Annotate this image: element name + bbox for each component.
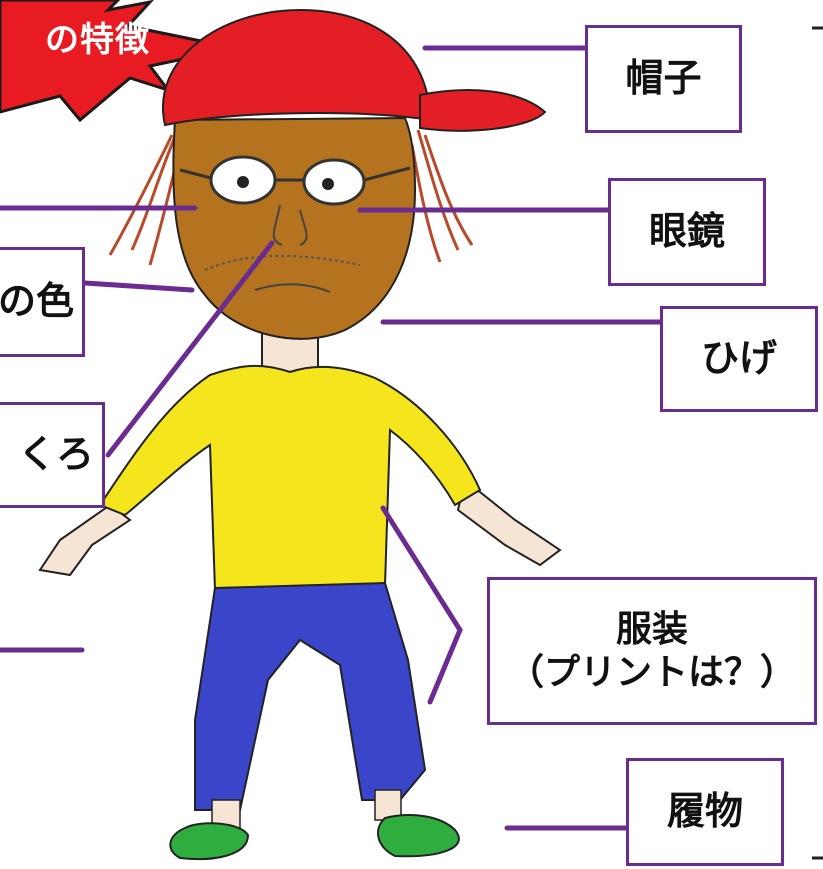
right-arm: [456, 478, 562, 567]
label-hat: 帽子: [585, 25, 742, 133]
pants: [194, 581, 427, 811]
face: [172, 116, 417, 340]
label-footwear: 履物: [626, 758, 784, 866]
glasses: [179, 155, 411, 206]
label-clothing: 服装 （プリントは？）: [487, 577, 817, 725]
right-shoe: [376, 814, 460, 858]
cap: [162, 8, 432, 127]
burst-title: の特徴: [45, 20, 150, 60]
label-mole: くろ: [0, 402, 105, 508]
shirt: [98, 364, 482, 592]
label-skin-color: の色: [0, 247, 85, 357]
burst-shape: [0, 0, 236, 123]
label-clothing-line2: （プリントは？）: [507, 652, 796, 693]
label-beard-text: ひげ: [700, 336, 777, 381]
cap-brim: [419, 89, 547, 132]
label-footwear-text: 履物: [666, 789, 743, 834]
label-glasses: 眼鏡: [608, 178, 766, 286]
leader-lines: [0, 45, 663, 831]
label-mole-text: くろ: [17, 432, 94, 477]
label-hat-text: 帽子: [625, 56, 702, 101]
label-beard: ひげ: [660, 306, 818, 412]
label-glasses-text: 眼鏡: [648, 209, 725, 254]
left-arm: [38, 503, 132, 577]
label-skin-color-text: の色: [0, 279, 74, 324]
left-shoe: [169, 822, 250, 861]
label-clothing-line1: 服装: [615, 608, 688, 650]
